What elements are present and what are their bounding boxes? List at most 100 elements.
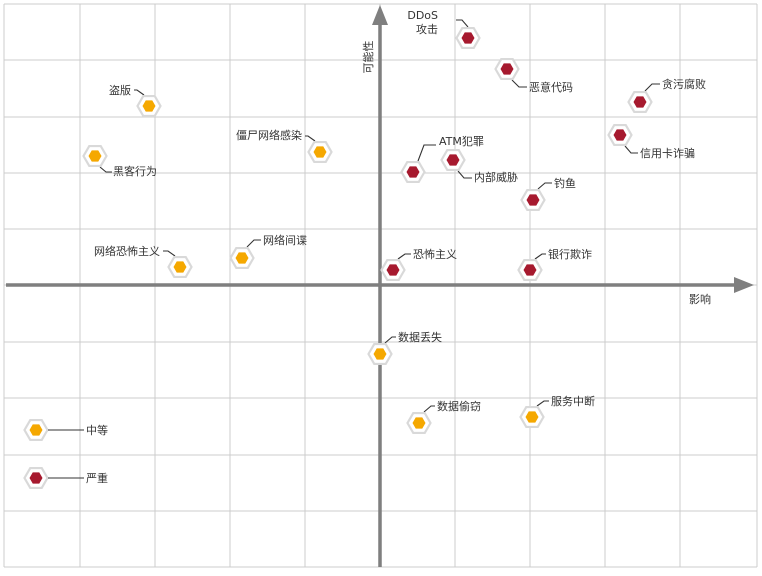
legend-swatch-severe: [23, 466, 49, 490]
hexagon-core: [461, 32, 475, 44]
risk-marker-severe: [380, 258, 406, 282]
leader-line: [134, 89, 145, 96]
risk-item: 数据偷窃: [406, 399, 481, 435]
risk-label: 信用卡诈骗: [640, 146, 695, 160]
risk-marker-severe: [607, 123, 633, 147]
hexagon-core: [633, 96, 647, 108]
risk-label: 黑客行为: [113, 164, 157, 178]
leader-line: [534, 253, 546, 260]
hexagon-core: [173, 261, 187, 273]
hexagon-core: [373, 348, 387, 360]
risk-label-part: 攻击: [416, 22, 438, 36]
risk-label: 网络恐怖主义: [94, 244, 160, 258]
hexagon-core: [29, 472, 43, 484]
risk-item: 盗版: [109, 83, 162, 118]
leader-line: [511, 79, 527, 88]
y-axis-arrow: [372, 5, 388, 25]
leader-line: [537, 182, 552, 190]
risk-marker-severe: [400, 160, 426, 184]
hexagon-core: [525, 411, 539, 423]
risk-marker-severe: [440, 148, 466, 172]
leader-line: [163, 250, 176, 257]
risk-label: 僵尸网络感染: [236, 128, 302, 142]
hexagon-core: [500, 63, 514, 75]
risk-marker-moderate: [136, 94, 162, 118]
hexagon-core: [386, 264, 400, 276]
risk-item: 银行欺诈: [517, 247, 592, 282]
risk-marker-moderate: [82, 144, 108, 168]
risk-item: ATM犯罪: [400, 135, 484, 184]
risk-label-part: DDoS: [407, 9, 438, 22]
hexagon-core: [142, 100, 156, 112]
legend-item-severe: 严重: [23, 466, 108, 490]
hexagon-core: [526, 194, 540, 206]
risk-label: 服务中断: [551, 394, 595, 408]
x-axis-arrow: [734, 277, 754, 293]
risk-item: 数据丢失: [367, 330, 442, 366]
risk-marker-moderate: [519, 405, 545, 429]
risk-item: 贪污腐败: [627, 77, 706, 114]
risk-item: 网络间谍: [229, 233, 307, 270]
risk-label: 恶意代码: [529, 80, 573, 94]
hexagon-core: [523, 264, 537, 276]
leader-line: [384, 336, 396, 344]
leader-line: [423, 405, 435, 413]
hexagon-core: [235, 252, 249, 264]
legend-swatch-moderate: [23, 418, 49, 442]
risk-label: 盗版: [109, 83, 131, 97]
risk-item: 恶意代码: [494, 57, 573, 94]
hexagon-core: [88, 150, 102, 162]
risk-label: 贪污腐败: [662, 77, 706, 91]
leader-line: [246, 239, 261, 248]
x-axis-label: 影响: [689, 293, 711, 306]
risk-marker-moderate: [406, 411, 432, 435]
hexagon-core: [313, 146, 327, 158]
risk-item: 网络恐怖主义: [94, 244, 193, 279]
hexagon-core: [29, 424, 43, 436]
legend-label: 中等: [86, 423, 108, 437]
risk-label: ATM犯罪: [439, 135, 484, 148]
risk-label: 数据丢失: [398, 330, 442, 344]
risk-marker-moderate: [367, 342, 393, 366]
risk-marker-severe: [517, 258, 543, 282]
axes: 影响 可能性: [6, 5, 754, 567]
hexagon-core: [446, 154, 460, 166]
risk-label: 数据偷窃: [437, 399, 481, 413]
risk-marker-severe: [627, 90, 653, 114]
y-axis-label: 可能性: [361, 41, 375, 74]
leader-line: [417, 144, 436, 162]
leader-line: [397, 253, 411, 260]
risk-marker-severe: [520, 188, 546, 212]
risk-item: 僵尸网络感染: [236, 128, 333, 164]
leader-line: [305, 135, 316, 142]
risk-label: 钓鱼: [554, 176, 576, 190]
risk-item: 恐怖主义: [380, 247, 457, 282]
leader-line: [99, 166, 112, 173]
hexagon-core: [412, 417, 426, 429]
risk-item: 信用卡诈骗: [607, 123, 695, 160]
leader-line: [644, 83, 660, 92]
leader-line: [457, 170, 472, 179]
risk-label: 恐怖主义: [413, 247, 457, 261]
risk-marker-severe: [455, 26, 481, 50]
legend-item-moderate: 中等: [23, 418, 108, 442]
hexagon-core: [613, 129, 627, 141]
risk-item: 内部威胁: [440, 148, 518, 184]
risk-label: 内部威胁: [474, 170, 518, 184]
leader-line: [624, 145, 638, 154]
risk-marker-moderate: [229, 246, 255, 270]
risk-marker-severe: [494, 57, 520, 81]
hexagon-core: [406, 166, 420, 178]
risk-item: 黑客行为: [82, 144, 157, 178]
risk-label: 网络间谍: [263, 233, 307, 247]
risk-label: 银行欺诈: [548, 247, 592, 261]
risk-item: 服务中断: [519, 394, 595, 429]
leader-line: [536, 400, 549, 407]
risk-marker-moderate: [307, 140, 333, 164]
leader-line: [456, 19, 469, 28]
